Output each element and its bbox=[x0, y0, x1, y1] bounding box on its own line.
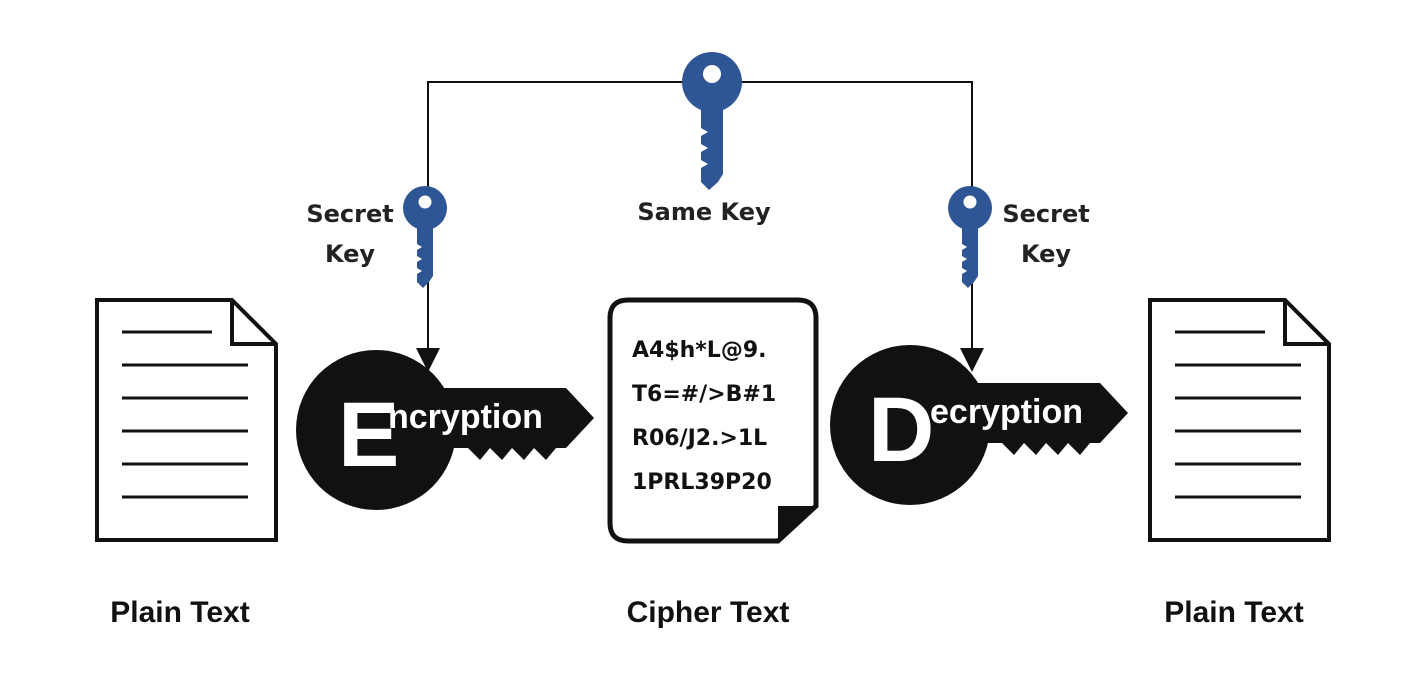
secret-key-right-icon bbox=[948, 186, 992, 288]
same-key-icon bbox=[682, 52, 742, 190]
cipher-line-4: 1PRL39P20 bbox=[632, 470, 772, 495]
cipher-text-label: Cipher Text bbox=[627, 596, 790, 629]
encryption-key-icon: E ncryption bbox=[296, 350, 594, 510]
decryption-key-icon: D ecryption bbox=[830, 345, 1128, 505]
same-key-label: Same Key bbox=[637, 198, 771, 226]
plain-text-left-document-icon bbox=[95, 298, 278, 542]
secret-key-left-label-line2: Key bbox=[325, 240, 375, 268]
cipher-text-document-icon: A4$h*L@9. T6=#/>B#1 R06/J2.>1L 1PRL39P20 bbox=[607, 297, 819, 544]
cipher-line-3: R06/J2.>1L bbox=[632, 426, 767, 451]
secret-key-right-label-line2: Key bbox=[1021, 240, 1071, 268]
plain-text-left-label: Plain Text bbox=[110, 596, 249, 629]
encryption-initial: E bbox=[338, 384, 399, 486]
decryption-rest: ecryption bbox=[930, 393, 1083, 431]
encryption-rest: ncryption bbox=[388, 398, 543, 436]
plain-text-right-label: Plain Text bbox=[1164, 596, 1303, 629]
secret-key-left-label-line1: Secret bbox=[306, 200, 393, 228]
secret-key-right-label-line1: Secret bbox=[1002, 200, 1089, 228]
plain-text-right-document-icon bbox=[1148, 298, 1331, 542]
decryption-initial: D bbox=[868, 379, 934, 481]
cipher-line-2: T6=#/>B#1 bbox=[632, 382, 776, 407]
secret-key-left-icon bbox=[403, 186, 447, 288]
cipher-line-1: A4$h*L@9. bbox=[632, 338, 767, 363]
